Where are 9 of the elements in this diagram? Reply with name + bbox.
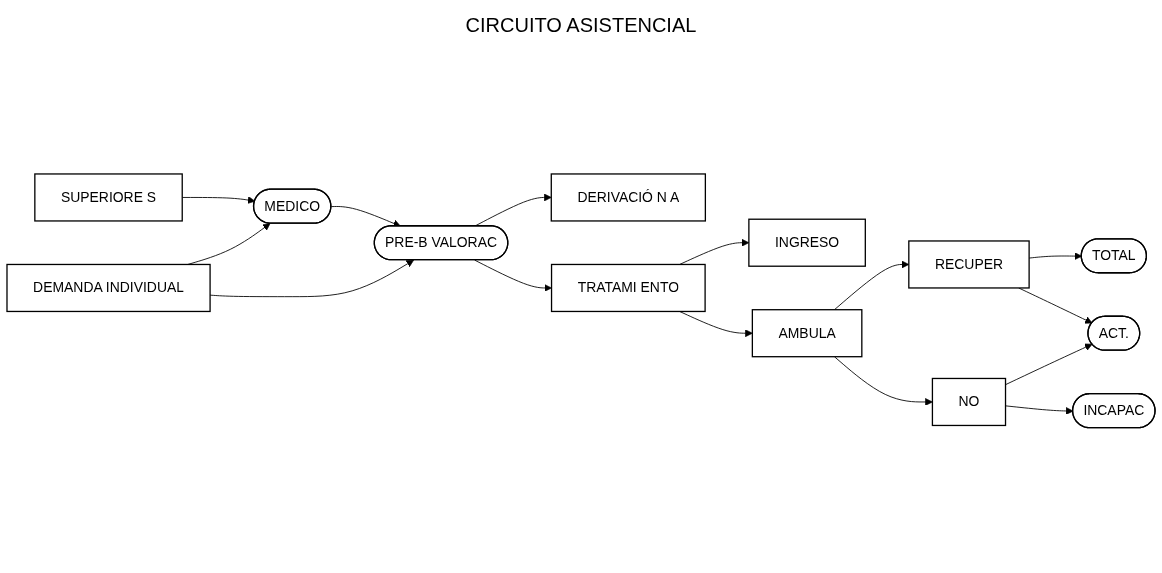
node-box: DERIVACIÓ N A xyxy=(550,173,706,222)
diagram-title: CIRCUITO ASISTENCIAL xyxy=(464,13,698,38)
node-box: SUPERIORE S xyxy=(34,173,183,222)
node-box: RECUPER xyxy=(908,240,1030,289)
node-box: NO xyxy=(931,377,1007,426)
node-box: DEMANDA INDIVIDUAL xyxy=(6,263,211,312)
node-box: TRATAMI ENTO xyxy=(550,263,706,312)
node-box: INGRESO xyxy=(748,218,866,267)
node-box: AMBULA xyxy=(751,308,863,358)
